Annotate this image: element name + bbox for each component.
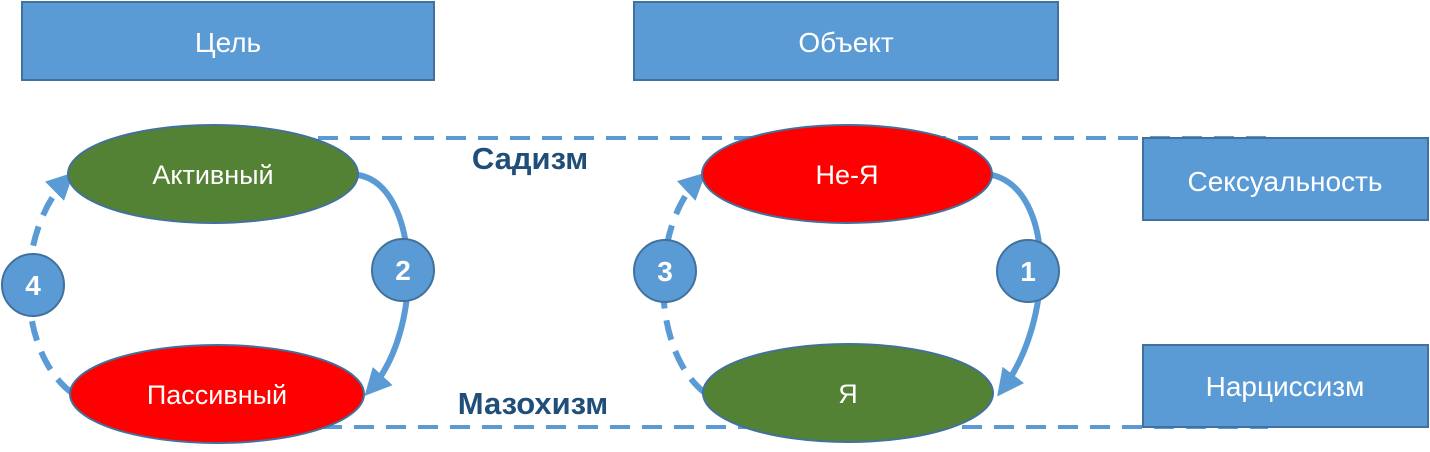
category-sexuality-label: Сексуальность [1188,166,1383,197]
category-narcissism: Нарциссизм [1142,344,1429,428]
step-badge-3-label: 3 [657,256,673,287]
step-badge-4-label: 4 [25,270,41,301]
step-badge-2: 2 [371,238,435,302]
node-self: Я [702,343,994,443]
header-object-label: Объект [798,27,894,58]
step-badge-4: 4 [1,253,65,317]
header-goal-label: Цель [195,27,261,58]
header-object: Объект [633,1,1059,81]
step-badge-1-label: 1 [1020,256,1036,287]
arrow-step-3 [660,172,707,396]
relation-sadism-label: Садизм [472,141,588,176]
node-active: Активный [67,124,359,224]
node-self-label: Я [838,379,858,409]
arrow-step-4 [25,172,74,396]
step-badge-2-label: 2 [395,255,411,286]
category-narcissism-label: Нарциссизм [1206,371,1365,402]
node-not-self: Не-Я [701,124,993,224]
node-passive: Пассивный [69,344,365,444]
node-active-label: Активный [152,160,273,190]
step-badge-3: 3 [633,239,697,303]
category-sexuality: Сексуальность [1142,137,1429,221]
step-badge-1: 1 [996,239,1060,303]
header-goal: Цель [21,1,435,81]
relation-masochism-label: Мазохизм [458,386,609,421]
node-passive-label: Пассивный [147,380,287,410]
node-not-self-label: Не-Я [815,160,878,190]
